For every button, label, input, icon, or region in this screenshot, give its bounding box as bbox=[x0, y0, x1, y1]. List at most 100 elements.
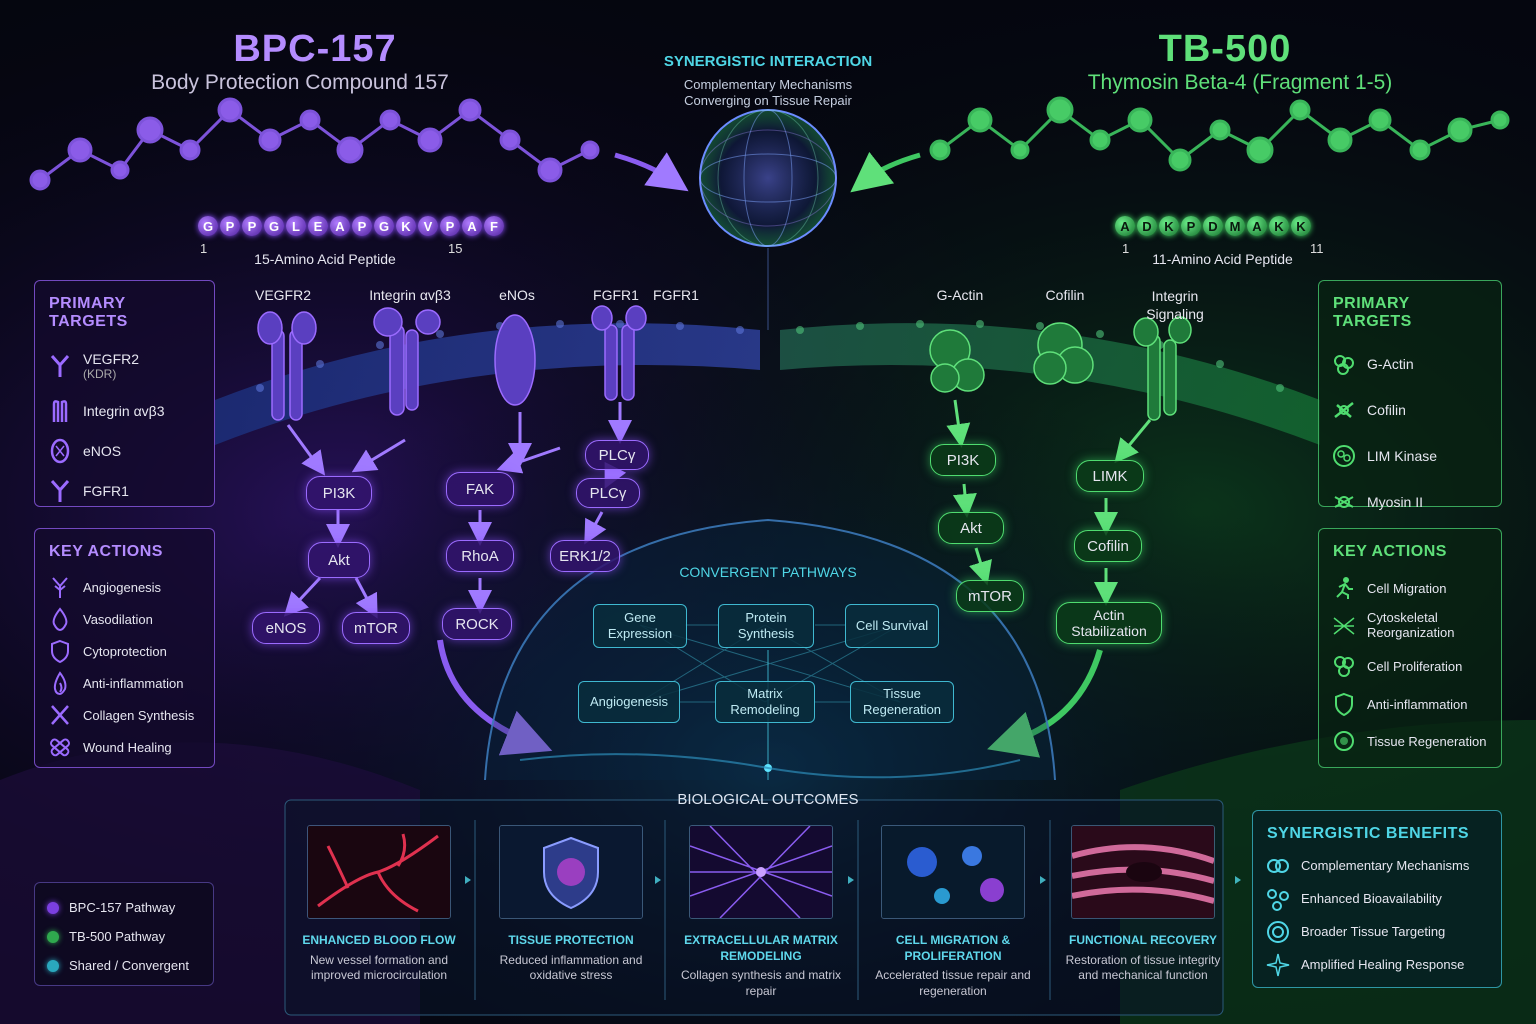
right-key-actions-panel: KEY ACTIONS Cell Migration Cytoskeletal … bbox=[1318, 528, 1502, 768]
synergy-line1: Complementary Mechanisms bbox=[683, 77, 853, 92]
receptor-art bbox=[257, 305, 647, 421]
shield-icon bbox=[51, 639, 69, 664]
benefit-item: Amplified Healing Response bbox=[1265, 948, 1489, 981]
label-cofilin: Cofilin bbox=[1045, 287, 1085, 303]
benefit-item: Enhanced Bioavailability bbox=[1265, 882, 1489, 915]
shield-icon bbox=[1335, 692, 1353, 717]
amino-acid-bead: D bbox=[1203, 216, 1223, 236]
left-target-label: Integrin αvβ3 bbox=[83, 403, 165, 419]
bpc-subtitle: Body Protection Compound 157 bbox=[151, 71, 449, 94]
amino-acid-bead: P bbox=[220, 216, 240, 236]
right-target-label: Cofilin bbox=[1367, 402, 1406, 418]
link-icon bbox=[1267, 858, 1289, 873]
benefit-item: Complementary Mechanisms bbox=[1265, 849, 1489, 882]
bpc-seq-end: 15 bbox=[448, 241, 463, 256]
target-icon bbox=[1267, 920, 1289, 943]
left-target-item: eNOS bbox=[47, 431, 202, 471]
outcome-title: TISSUE PROTECTION bbox=[508, 933, 634, 947]
left-target-item: Integrin αvβ3 bbox=[47, 391, 202, 431]
bpc-seq-start: 1 bbox=[200, 241, 208, 256]
node-bpc-pi3k: PI3K bbox=[306, 476, 372, 510]
left-action-label: Anti-inflammation bbox=[83, 675, 184, 691]
right-target-item: G-Actin bbox=[1331, 341, 1489, 387]
label-enos: eNOs bbox=[499, 287, 535, 303]
legend-item: BPC-157 Pathway bbox=[47, 893, 201, 922]
flame-icon bbox=[53, 671, 67, 696]
amino-acid-bead: K bbox=[1269, 216, 1289, 236]
node-tb-pi3k: PI3K bbox=[930, 444, 996, 476]
left-action-item: Vasodilation bbox=[47, 603, 202, 635]
node-bpc-mtor: mTOR bbox=[342, 612, 410, 644]
blood-flow-image bbox=[307, 825, 451, 919]
right-action-label: Anti-inflammation bbox=[1367, 696, 1468, 712]
receptor-icon bbox=[50, 355, 70, 377]
cells-icon bbox=[1334, 656, 1354, 677]
synergy-title: SYNERGISTIC INTERACTION bbox=[663, 53, 873, 70]
node-bpc-plcy-2: PLCγ bbox=[576, 478, 640, 508]
right-action-item: Cytoskeletal Reorganization bbox=[1331, 605, 1489, 647]
left-actions-heading: KEY ACTIONS bbox=[49, 543, 163, 560]
convergent-title: CONVERGENT PATHWAYS bbox=[679, 564, 857, 580]
node-cell-survival: Cell Survival bbox=[845, 604, 939, 648]
node-bpc-enos: eNOS bbox=[252, 612, 320, 644]
left-target-label: eNOS bbox=[83, 443, 122, 459]
tb-seq-caption: 11-Amino Acid Peptide bbox=[1152, 251, 1293, 267]
tb-subtitle: Thymosin Beta-4 (Fragment 1-5) bbox=[1087, 71, 1393, 94]
outcome-title: ENHANCED BLOOD FLOW bbox=[302, 933, 456, 947]
amino-acid-bead: A bbox=[1115, 216, 1135, 236]
left-target-sublabel: (KDR) bbox=[83, 367, 117, 381]
legend-label: TB-500 Pathway bbox=[69, 929, 166, 944]
left-target-item: VEGFR2(KDR) bbox=[47, 341, 202, 391]
node-matrix-remodeling: Matrix Remodeling bbox=[715, 681, 815, 723]
left-action-label: Collagen Synthesis bbox=[83, 707, 195, 723]
amino-acid-bead: G bbox=[264, 216, 284, 236]
outcome-title: EXTRACELLULAR MATRIX REMODELING bbox=[684, 933, 838, 963]
node-bpc-akt: Akt bbox=[308, 542, 370, 578]
bpc-seq-caption: 15-Amino Acid Peptide bbox=[254, 251, 396, 267]
right-target-label: G-Actin bbox=[1367, 356, 1414, 372]
protein-icon bbox=[1334, 402, 1354, 418]
node-tb-mtor: mTOR bbox=[956, 580, 1024, 612]
amino-acid-bead: D bbox=[1137, 216, 1157, 236]
amino-acid-bead: K bbox=[396, 216, 416, 236]
left-target-label: VEGFR2 bbox=[83, 351, 140, 367]
amino-acid-bead: G bbox=[374, 216, 394, 236]
outcome-title: FUNCTIONAL RECOVERY bbox=[1068, 933, 1217, 947]
node-tissue-regeneration: Tissue Regeneration bbox=[850, 681, 954, 723]
synergistic-benefits-panel: SYNERGISTIC BENEFITS Complementary Mecha… bbox=[1252, 810, 1502, 988]
bpc-title: BPC-157 bbox=[233, 28, 397, 70]
right-target-label: Myosin II bbox=[1367, 494, 1424, 510]
node-bpc-fak: FAK bbox=[446, 472, 514, 506]
benefit-label: Broader Tissue Targeting bbox=[1301, 924, 1446, 939]
right-action-item: Tissue Regeneration bbox=[1331, 723, 1489, 759]
node-bpc-erk: ERK1/2 bbox=[550, 540, 620, 572]
amino-acid-bead: K bbox=[1291, 216, 1311, 236]
label-vegfr2: VEGFR2 bbox=[254, 287, 311, 303]
amino-acid-bead: K bbox=[1159, 216, 1179, 236]
synergy-line2: Converging on Tissue Repair bbox=[684, 93, 852, 108]
outcome-card: FUNCTIONAL RECOVERY Restoration of tissu… bbox=[1060, 825, 1226, 984]
outcome-desc: Reduced inflammation and oxidative stres… bbox=[499, 952, 643, 983]
node-tb-actin: Actin Stabilization bbox=[1056, 602, 1162, 644]
spark-icon bbox=[1266, 953, 1290, 976]
outcome-card: EXTRACELLULAR MATRIX REMODELING Collagen… bbox=[678, 825, 844, 999]
amino-acid-bead: V bbox=[418, 216, 438, 236]
right-action-item: Anti-inflammation bbox=[1331, 685, 1489, 723]
legend-item: Shared / Convergent bbox=[47, 951, 201, 980]
runner-icon bbox=[1336, 577, 1353, 599]
outcome-card: ENHANCED BLOOD FLOW New vessel formation… bbox=[296, 825, 462, 984]
outcome-title: CELL MIGRATION & PROLIFERATION bbox=[895, 933, 1011, 963]
protein-icon bbox=[1334, 355, 1354, 375]
left-action-label: Wound Healing bbox=[83, 739, 172, 755]
amino-acid-bead: G bbox=[198, 216, 218, 236]
cell-migration-image bbox=[881, 825, 1025, 919]
left-action-item: Wound Healing bbox=[47, 731, 202, 763]
drop-icon bbox=[52, 607, 68, 632]
amino-acid-bead: E bbox=[308, 216, 328, 236]
receptor-icon bbox=[50, 480, 70, 502]
node-bpc-rock: ROCK bbox=[442, 608, 512, 640]
right-actions-heading: KEY ACTIONS bbox=[1333, 543, 1447, 560]
tb-title: TB-500 bbox=[1158, 28, 1292, 70]
matrix-image bbox=[689, 825, 833, 919]
amino-acid-bead: A bbox=[1247, 216, 1267, 236]
